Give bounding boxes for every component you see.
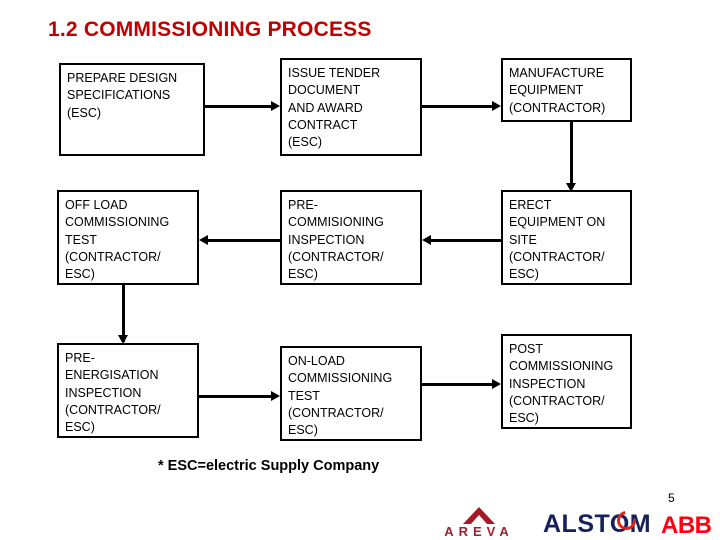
page-number: 5	[668, 491, 675, 505]
arrowhead-on-load-to-post-commissioning	[492, 379, 501, 389]
process-box-post-commissioning-inspection[interactable]: POST COMMISSIONING INSPECTION (CONTRACTO…	[501, 334, 632, 429]
connector-prepare-to-issue	[205, 105, 273, 108]
process-box-prepare-design-specifications[interactable]: PREPARE DESIGN SPECIFICATIONS (ESC)	[59, 63, 205, 156]
connector-issue-to-manufacture	[422, 105, 494, 108]
footnote-esc-definition: * ESC=electric Supply Company	[158, 458, 380, 474]
process-box-manufacture-equipment[interactable]: MANUFACTURE EQUIPMENT (CONTRACTOR)	[501, 58, 632, 122]
abb-logo: ABB	[661, 512, 712, 540]
arrowhead-issue-to-manufacture	[492, 101, 501, 111]
connector-on-load-to-post-commissioning	[422, 383, 494, 386]
connector-pre-energisation-to-on-load	[199, 395, 273, 398]
arrowhead-erect-to-pre-commisioning	[422, 235, 431, 245]
areva-roof-notch-icon	[471, 515, 487, 524]
alstom-logo-text: ALSTOM	[543, 510, 652, 538]
areva-logo: AREVA	[425, 507, 533, 539]
process-box-off-load-commissioning-test[interactable]: OFF LOAD COMMISSIONING TEST (CONTRACTOR/…	[57, 190, 199, 285]
arrowhead-manufacture-to-erect	[566, 183, 576, 192]
page-title: 1.2 COMMISSIONING PROCESS	[48, 18, 372, 41]
arrowhead-prepare-to-issue	[271, 101, 280, 111]
process-box-on-load-commissioning-test[interactable]: ON-LOAD COMMISSIONING TEST (CONTRACTOR/ …	[280, 346, 422, 441]
process-box-pre-energisation-inspection[interactable]: PRE- ENERGISATION INSPECTION (CONTRACTOR…	[57, 343, 199, 438]
arrowhead-pre-commisioning-to-off-load	[199, 235, 208, 245]
connector-off-load-to-pre-energisation	[122, 285, 125, 342]
areva-logo-text: AREVA	[444, 524, 514, 539]
connector-manufacture-to-erect	[570, 121, 573, 189]
arrowhead-off-load-to-pre-energisation	[118, 335, 128, 344]
process-box-erect-equipment-on-site[interactable]: ERECT EQUIPMENT ON SITE (CONTRACTOR/ ESC…	[501, 190, 632, 285]
process-box-pre-commisioning-inspection[interactable]: PRE- COMMISIONING INSPECTION (CONTRACTOR…	[280, 190, 422, 285]
abb-logo-text: ABB	[661, 512, 712, 539]
alstom-logo: ALSTOM	[543, 507, 652, 539]
connector-pre-commisioning-to-off-load	[207, 239, 280, 242]
arrowhead-pre-energisation-to-on-load	[271, 391, 280, 401]
process-box-issue-tender-document[interactable]: ISSUE TENDER DOCUMENT AND AWARD CONTRACT…	[280, 58, 422, 156]
logo-bar: AREVA ALSTOM ABB	[425, 503, 720, 540]
connector-erect-to-pre-commisioning	[430, 239, 501, 242]
